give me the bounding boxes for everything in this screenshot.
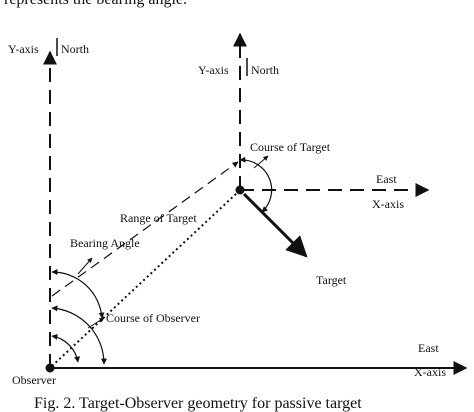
label-observer: Observer bbox=[12, 373, 56, 387]
course-of-observer-arc bbox=[51, 305, 108, 365]
course-of-observer-pointer bbox=[87, 317, 105, 329]
target-point bbox=[235, 185, 245, 195]
label-north-left: North bbox=[61, 42, 89, 56]
observer-point bbox=[45, 363, 55, 373]
label-x-axis-lower: X-axis bbox=[414, 365, 446, 379]
course-of-target-arc bbox=[239, 156, 273, 213]
label-east-lower: East bbox=[418, 341, 439, 355]
label-east-upper: East bbox=[376, 172, 397, 186]
label-bearing-angle: Bearing Angle bbox=[70, 236, 140, 250]
course-of-target-pointer bbox=[253, 155, 269, 169]
figure-caption: Fig. 2. Target-Observer geometry for pas… bbox=[34, 395, 362, 412]
label-north-target: North bbox=[251, 63, 279, 77]
course-of-target-vector bbox=[242, 192, 308, 258]
label-y-axis-target: Y-axis bbox=[198, 63, 229, 77]
label-y-axis-left: Y-axis bbox=[8, 42, 39, 56]
bearing-angle-arc bbox=[51, 268, 105, 319]
label-course-of-observer: Course of Observer bbox=[106, 311, 200, 325]
label-course-of-target: Course of Target bbox=[250, 140, 331, 154]
bearing-angle-pointer bbox=[77, 257, 93, 275]
label-x-axis-upper: X-axis bbox=[372, 197, 404, 211]
course-of-observer-inner-arc bbox=[51, 333, 81, 363]
bearing-line bbox=[51, 161, 239, 297]
label-range-of-target: Range of Target bbox=[120, 211, 197, 225]
header-text: represents the bearing angle. bbox=[4, 0, 187, 8]
label-target: Target bbox=[316, 273, 347, 287]
